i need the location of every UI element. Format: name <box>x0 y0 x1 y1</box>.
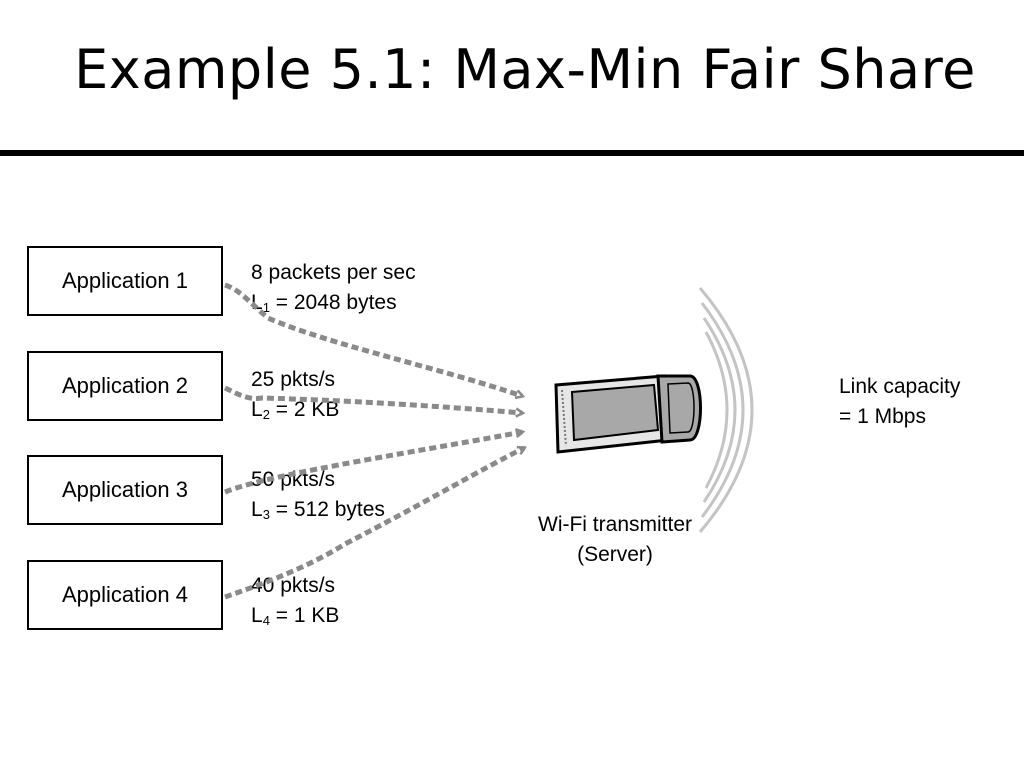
application-box-3: Application 3 <box>27 455 223 525</box>
flow-rate-2: 25 pkts/s <box>251 368 336 391</box>
flow-rate-3: 50 pkts/s <box>251 468 336 491</box>
flow-label-3: 50 pkts/s L3 = 512 bytes <box>251 465 385 525</box>
flow-label-2: 25 pkts/s L2 = 2 KB <box>251 365 339 425</box>
flow-label-1: 8 packets per sec L1 = 2048 bytes <box>251 258 416 318</box>
flow-arrow-1 <box>224 282 522 396</box>
server-label-line2: (Server) <box>577 543 653 566</box>
flow-arrow-4 <box>224 445 524 600</box>
page-title: Example 5.1: Max-Min Fair Share <box>74 38 976 101</box>
server-label: Wi-Fi transmitter (Server) <box>520 510 710 570</box>
flow-rate-1: 8 packets per sec <box>251 261 416 284</box>
link-capacity-line2: = 1 Mbps <box>839 405 926 428</box>
link-capacity-label: Link capacity = 1 Mbps <box>839 372 960 432</box>
flow-arrow-2 <box>223 385 522 413</box>
radio-waves-icon <box>698 287 754 533</box>
application-box-2: Application 2 <box>27 351 223 421</box>
flow-length-3: L3 = 512 bytes <box>251 498 385 522</box>
title-divider <box>0 150 1024 156</box>
server-label-line1: Wi-Fi transmitter <box>538 513 692 536</box>
application-box-1: Application 1 <box>27 246 223 316</box>
flow-arrow-3 <box>224 432 522 495</box>
wifi-card-icon <box>554 374 702 454</box>
application-box-4: Application 4 <box>27 560 223 630</box>
flow-length-2: L2 = 2 KB <box>251 398 340 422</box>
flow-length-1: L1 = 2048 bytes <box>251 291 397 315</box>
link-capacity-line1: Link capacity <box>839 375 961 398</box>
flow-length-4: L4 = 1 KB <box>251 604 340 628</box>
